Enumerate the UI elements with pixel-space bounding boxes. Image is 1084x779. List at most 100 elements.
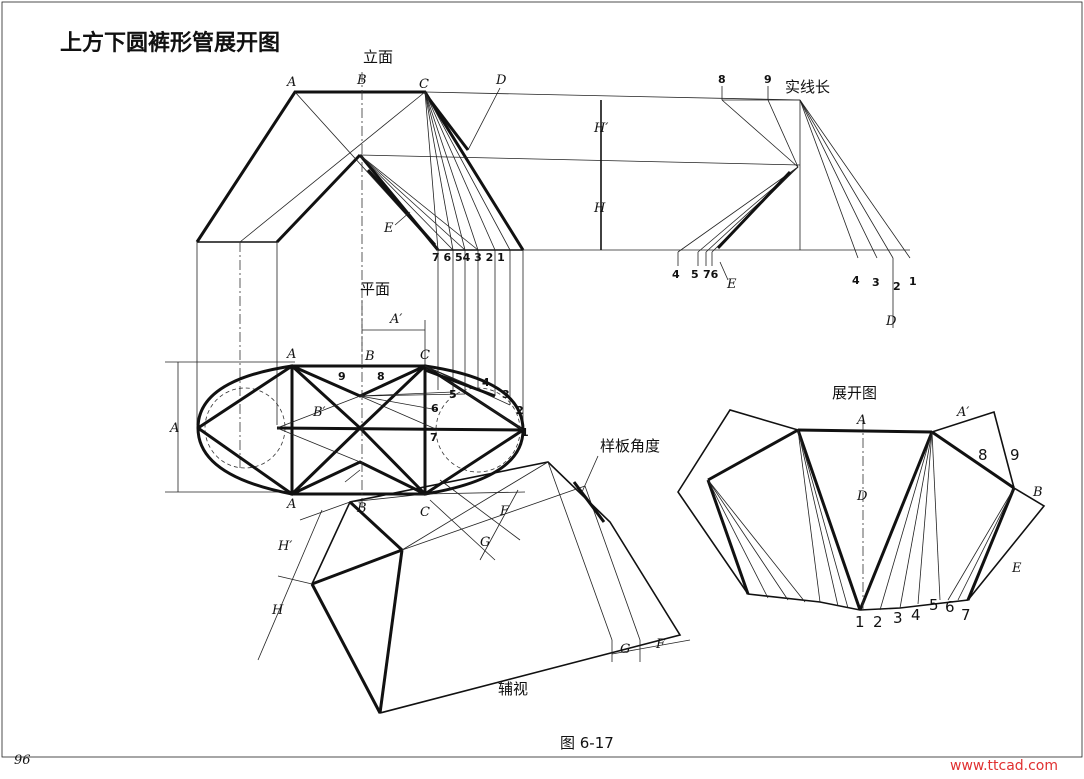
fan-line — [917, 431, 933, 605]
dim-ext — [277, 575, 313, 585]
fan-line — [424, 91, 511, 251]
dev-num-1: 1 — [855, 613, 865, 631]
label-a-plan-dimension: A — [169, 421, 179, 436]
dev-edge — [858, 431, 934, 611]
fan-line — [879, 431, 933, 611]
plan-num-7: 7 — [430, 431, 438, 444]
elevation-line-c — [239, 91, 426, 243]
lattice-top — [291, 364, 426, 398]
dim-line — [479, 489, 519, 561]
label-e-elevation: E — [383, 221, 394, 236]
template-leader — [581, 455, 599, 493]
fan-line — [359, 154, 479, 251]
fan-line — [424, 91, 479, 251]
aux-template-line — [572, 481, 606, 523]
fan-line — [359, 154, 466, 251]
elevation-top-projection — [424, 91, 801, 101]
fan-line — [707, 479, 789, 601]
fan-line — [424, 91, 496, 251]
sheet-border — [1, 1, 1083, 758]
elevation-label: 立面 — [363, 48, 393, 66]
fan-line — [799, 99, 859, 259]
plan-num-5: 5 — [449, 388, 457, 401]
true-length-diagram: 实线长 8 9 4 5 76 E 4 3 2 1 D — [672, 73, 917, 329]
label-g-aux: G — [480, 535, 490, 550]
label-b-plan-bottom: B — [356, 501, 367, 516]
elevation-e-line — [366, 169, 437, 246]
label-f-bottom: F — [655, 637, 666, 652]
label-c-plan-top: C — [420, 348, 430, 363]
aux-edge-top — [348, 500, 404, 552]
fan-line — [947, 487, 1015, 601]
fan-line — [707, 479, 806, 603]
label-a-plan-top: A — [286, 347, 296, 362]
label-a-plan-bottom: A — [286, 497, 296, 512]
development-label: 展开图 — [832, 384, 877, 402]
plan-num-1: 1 — [521, 426, 529, 439]
plan-num-4: 4 — [482, 376, 490, 389]
dev-num-5: 5 — [929, 596, 939, 614]
dev-edge — [706, 479, 750, 595]
label-h-aux: H — [271, 603, 284, 618]
fan-line — [799, 99, 894, 259]
label-h-prime-aux: H′ — [277, 539, 292, 554]
label-a-dev: A — [856, 413, 866, 428]
true-length-left-num-4: 4 — [672, 268, 680, 281]
plan-view: 平面 A′ A — [165, 242, 529, 520]
label-g-bottom: G — [620, 642, 630, 657]
plan-num-9: 9 — [338, 370, 346, 383]
template-angle-label: 样板角度 — [600, 437, 660, 455]
true-length-right-num-1: 1 — [909, 275, 917, 288]
true-length-line-9 — [767, 99, 799, 168]
true-length-num-9: 9 — [764, 73, 772, 86]
fan-line — [707, 479, 769, 599]
dev-top-edge — [797, 428, 933, 434]
fan-line — [957, 487, 1015, 601]
label-d-true-length: D — [885, 314, 897, 329]
plan-num-3: 3 — [502, 388, 510, 401]
fan-line — [797, 429, 849, 609]
label-a-elevation: A — [286, 75, 296, 90]
auxiliary-view: 辅视 G F G F H′ H 样板角度 — [257, 437, 691, 714]
plan-left-circle — [196, 364, 293, 496]
dev-edge — [796, 429, 862, 611]
development-outline — [677, 409, 1046, 611]
dev-num-9: 9 — [1010, 446, 1020, 464]
elevation-base-numbers: 7 6 54 3 2 1 — [432, 251, 505, 264]
label-a-prime-plan: A′ — [389, 312, 402, 327]
watermark: www.ttcad.com — [950, 758, 1058, 774]
aux-line — [547, 461, 613, 641]
fan-line — [799, 99, 878, 259]
figure-caption: 图 6-17 — [560, 734, 614, 752]
dev-num-4: 4 — [911, 606, 921, 624]
plan-center-line — [276, 426, 524, 432]
fan-line — [424, 91, 454, 251]
plan-left-hidden-circle — [204, 387, 286, 469]
aux-line — [401, 485, 586, 551]
aux-line — [584, 485, 641, 641]
aux-edge-left — [310, 583, 382, 714]
plan-num-8: 8 — [377, 370, 385, 383]
label-h-prime: H′ — [593, 121, 608, 136]
label-b-plan-top: B — [364, 349, 375, 364]
label-c-plan-bottom: C — [420, 505, 430, 520]
label-e-dev: E — [1011, 561, 1022, 576]
label-h: H — [593, 201, 606, 216]
dim-line — [611, 639, 691, 655]
dev-num-2: 2 — [873, 613, 883, 631]
label-b-elevation: B — [356, 73, 367, 88]
dim-ext — [299, 501, 351, 521]
dev-num-6: 6 — [945, 598, 955, 616]
drawing-title: 上方下圆裤形管展开图 — [60, 30, 280, 56]
elevation-d-leader — [467, 87, 501, 151]
true-length-left-num-76: 76 — [703, 268, 719, 281]
true-length-left-num-5: 5 — [691, 268, 699, 281]
development-view: 展开图 A A′ D B E 8 9 1 2 3 4 5 6 — [677, 384, 1046, 631]
dev-edge — [931, 430, 1015, 490]
plan-num-6: 6 — [431, 402, 439, 415]
label-f-aux: F — [499, 504, 510, 519]
aux-edge-center — [378, 549, 404, 714]
true-length-num-8: 8 — [718, 73, 726, 86]
